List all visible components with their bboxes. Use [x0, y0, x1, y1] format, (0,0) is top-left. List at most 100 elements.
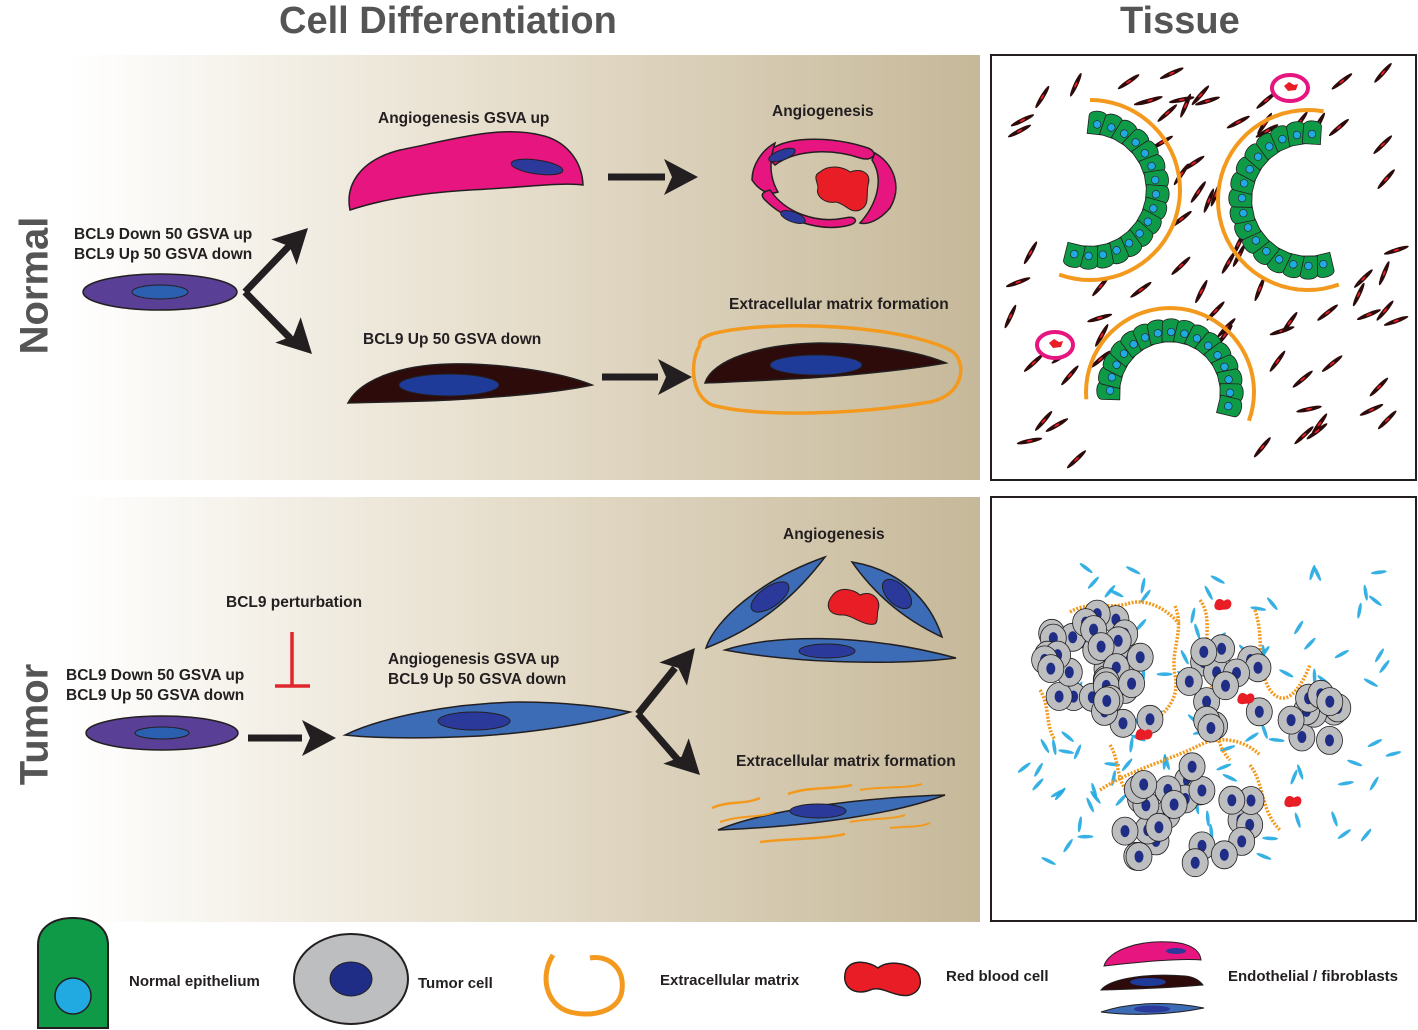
tumor-cell — [1130, 770, 1158, 799]
fibroblast-cell — [1004, 304, 1017, 329]
legend-red-blood-cell-label: Red blood cell — [946, 968, 1049, 985]
endothelial-cell — [1210, 575, 1225, 584]
endothelial-cell — [1256, 853, 1272, 860]
bcl9-inhibitor-symbol — [275, 632, 310, 688]
legend-tumor-cell-label: Tumor cell — [418, 975, 493, 992]
tumor-angiogenesis-label: Angiogenesis — [783, 526, 885, 543]
endothelial-cell — [1061, 731, 1074, 742]
fibroblast-cell — [1191, 85, 1210, 106]
endothelial-cell — [1220, 745, 1236, 752]
endothelial-cell — [1190, 607, 1196, 624]
fibroblast-cell — [1061, 365, 1079, 386]
row-label-normal: Normal — [12, 216, 57, 355]
tumor-cell — [1087, 632, 1115, 661]
fibroblast-cell — [1256, 91, 1277, 109]
fibroblast-cell — [1010, 114, 1035, 127]
fibroblast-cell — [1221, 251, 1236, 274]
epithelial-cell — [1194, 332, 1222, 360]
tumor-cell — [1181, 848, 1209, 878]
tumor-cell — [1125, 842, 1153, 871]
endothelial-cell — [1262, 836, 1279, 841]
endothelial-cell — [1363, 584, 1368, 601]
tumor-start-label-2: BCL9 Up 50 GSVA down — [66, 687, 245, 704]
fibroblast-cell — [1069, 72, 1082, 97]
endothelial-cell — [1077, 816, 1082, 833]
tumor-cell — [1175, 667, 1203, 696]
endothelial-cell — [1250, 606, 1267, 611]
normal-start-label-2: BCL9 Up 50 GSVA down — [74, 246, 253, 263]
normal-panel — [68, 55, 980, 480]
tumor-cell — [1197, 713, 1225, 743]
red-blood-cell — [1237, 693, 1255, 705]
normal-upper-label: Angiogenesis GSVA up — [378, 110, 550, 127]
tumor-cell — [1190, 637, 1218, 667]
fibroblast-cell — [1377, 169, 1395, 189]
endothelial-cell — [1104, 585, 1116, 598]
fibroblast-cell — [1328, 118, 1349, 137]
legend-tumor-cell-icon — [293, 933, 409, 1025]
fibroblast-cell — [1130, 281, 1152, 298]
normal-angiogenesis-label: Angiogenesis — [772, 103, 874, 120]
endothelial-cell — [1312, 668, 1317, 685]
endothelial-cell — [1261, 723, 1268, 739]
fibroblast-cell — [1254, 276, 1265, 302]
fibroblast-cell — [1383, 245, 1409, 255]
fibroblast-cell — [1023, 353, 1044, 372]
endothelial-cell — [1052, 739, 1057, 755]
ecm-fiber — [1253, 609, 1312, 700]
fibroblast-cell — [1023, 241, 1038, 265]
tumor-start-cell — [85, 715, 239, 751]
endothelial-cell — [1205, 810, 1210, 827]
fibroblast-cell — [1157, 104, 1178, 122]
endothelial-cell — [1126, 566, 1141, 575]
fibroblast-cell — [1171, 256, 1191, 275]
endothelial-cell — [1135, 618, 1147, 632]
endothelial-cell — [1313, 566, 1322, 581]
legend-ecm-label: Extracellular matrix — [660, 972, 800, 989]
fibroblast-cell — [1092, 276, 1110, 297]
endothelial-cell — [1357, 602, 1362, 619]
tumor-cell — [1210, 840, 1238, 870]
legend-normal-epithelium-icon — [37, 916, 109, 1029]
normal-start-label-1: BCL9 Down 50 GSVA up — [74, 226, 253, 243]
fibroblast-cell — [1045, 418, 1069, 432]
endothelial-cell — [1058, 749, 1074, 754]
fibroblast-cell — [1331, 73, 1353, 90]
fibroblast-cell — [1005, 277, 1031, 288]
tumor-cell — [1111, 816, 1139, 846]
endothelial-cell — [1041, 857, 1056, 865]
endothelial-cell — [1334, 649, 1349, 659]
fibroblast-cell — [1306, 423, 1328, 440]
endothelial-cell — [1079, 563, 1093, 574]
fibroblast-cell — [1203, 188, 1215, 213]
fibroblast-cell — [1195, 96, 1220, 106]
fibroblast-cell — [1374, 62, 1392, 83]
ecm-fiber — [1099, 738, 1262, 792]
normal-dark-cell — [346, 363, 595, 404]
fibroblast-cell — [1035, 85, 1050, 109]
fibroblast-cell — [1378, 261, 1390, 286]
epithelial-crypt — [1058, 98, 1183, 283]
endothelial-cell — [1337, 829, 1351, 839]
fibroblast-cell — [1359, 404, 1384, 416]
tumor-cell — [1178, 752, 1206, 782]
epithelial-crypt — [1083, 306, 1257, 422]
endothelial-cell — [1140, 577, 1146, 594]
epithelial-cell — [1242, 226, 1270, 254]
fibroblast-cell — [1253, 437, 1271, 458]
endothelial-cell — [1294, 812, 1301, 828]
endothelial-cell — [1017, 762, 1031, 773]
endothelial-cell — [1216, 763, 1232, 771]
tumor-mid-label-2: BCL9 Up 50 GSVA down — [388, 671, 567, 688]
red-blood-cell — [1284, 796, 1302, 808]
endothelial-cell — [1304, 637, 1316, 650]
normal-pink-cell — [348, 130, 584, 211]
tumor-mid-label-1: Angiogenesis GSVA up — [388, 651, 560, 668]
endothelial-cell — [1063, 838, 1073, 853]
endothelial-cell — [1347, 759, 1363, 767]
endothelial-cell — [1180, 650, 1189, 665]
tumor-tissue-illustration — [1017, 563, 1402, 878]
fibroblast-cell — [1182, 155, 1205, 171]
ecm-fiber — [1038, 689, 1057, 741]
